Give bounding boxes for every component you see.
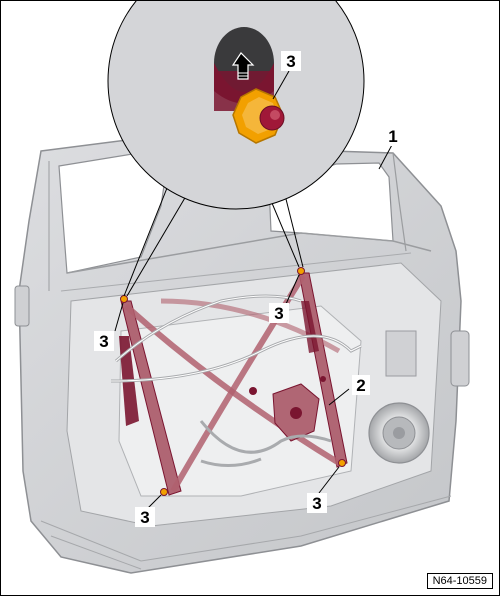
bolt-lower-left [160,488,168,496]
svg-text:3: 3 [312,494,321,513]
speaker [368,402,430,464]
detail-leader-lines [123,182,304,297]
bolt-upper-right [297,267,305,275]
callout-3-lower-right: 3 [307,493,327,513]
callout-2: 2 [352,375,370,395]
svg-text:3: 3 [99,332,108,351]
svg-text:3: 3 [274,304,283,323]
svg-text:2: 2 [356,376,365,395]
callout-leaders [114,70,394,509]
svg-text:1: 1 [388,127,397,146]
bolt-markers [120,267,346,496]
removal-arrow-icon [231,52,255,80]
callout-3-detail: 3 [281,51,301,71]
reference-code: N64-10559 [426,573,493,589]
callout-1: 1 [384,126,402,146]
bolt-upper-left [120,295,128,303]
wiring-harness-outline [110,295,362,382]
callout-3-upper-right: 3 [269,303,289,323]
callout-3-lower-left: 3 [135,507,155,527]
nut-icon [232,88,285,144]
bolt-lower-right [338,459,346,467]
svg-text:3: 3 [286,52,295,71]
callout-3-upper-left: 3 [94,331,114,351]
svg-text:3: 3 [140,508,149,527]
